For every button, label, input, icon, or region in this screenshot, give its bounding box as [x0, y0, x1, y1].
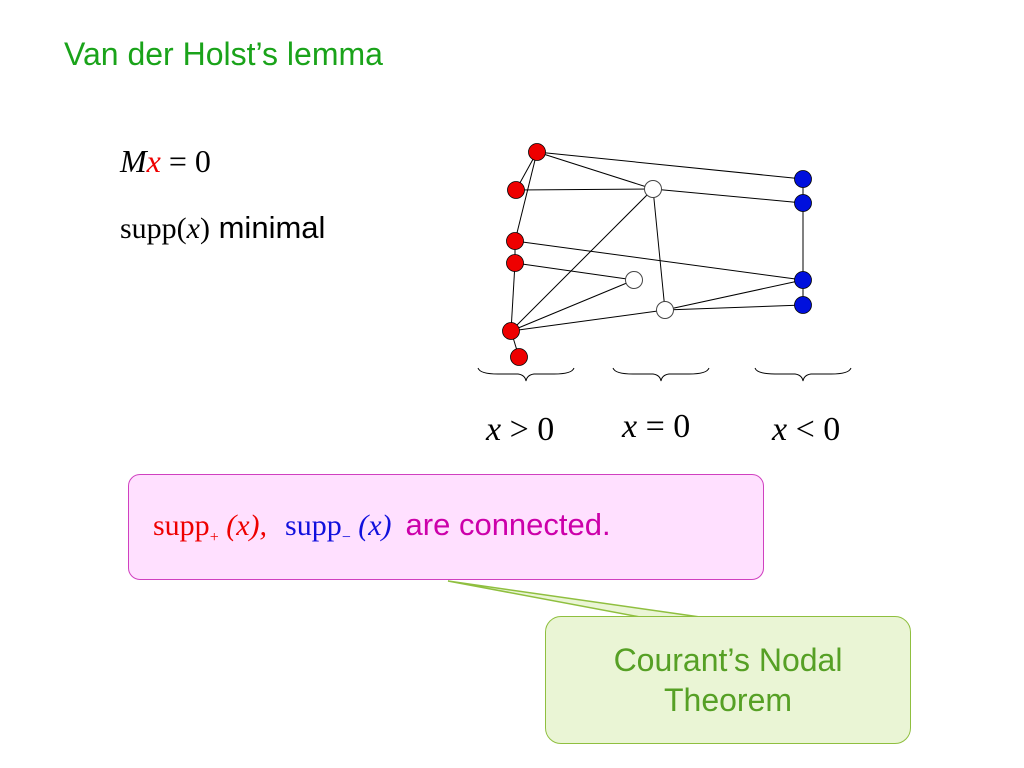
- callout-line-1: Courant’s Nodal: [613, 642, 843, 678]
- node-zero-w3: [656, 301, 674, 319]
- supp-minimal-line: supp(x) minimal: [120, 210, 325, 246]
- brace-negative: [754, 367, 852, 382]
- edge-r1-b1: [536, 151, 804, 180]
- supp-close: ): [200, 212, 210, 245]
- node-positive-r2: [507, 181, 525, 199]
- edge-r5-w1: [510, 188, 654, 332]
- graph-nodes: [502, 143, 812, 366]
- node-negative-b4: [794, 296, 812, 314]
- node-negative-b2: [794, 194, 812, 212]
- courant-callout: Courant’s Nodal Theorem: [545, 616, 911, 744]
- slide-title: Van der Holst’s lemma: [64, 36, 383, 72]
- condition-negative: x < 0: [772, 411, 841, 448]
- callout-line-2: Theorem: [663, 682, 793, 718]
- edge-w1-b2: [652, 188, 804, 204]
- edge-r2-w1: [515, 188, 654, 191]
- node-zero-w2: [625, 271, 643, 289]
- matrix-m: M: [120, 143, 147, 179]
- node-negative-b1: [794, 170, 812, 188]
- connected-statement: supp+ (x), supp− (x) are connected.: [153, 507, 611, 547]
- supp-positive: supp+ (x),: [153, 509, 268, 546]
- are-connected-text: are connected.: [405, 507, 611, 542]
- equation-mx-zero: Mx = 0: [120, 143, 211, 180]
- node-positive-r6: [510, 348, 528, 366]
- brace-zero: [612, 367, 710, 382]
- edge-w3-b4: [664, 304, 804, 311]
- edge-r4-w2: [514, 262, 635, 281]
- node-positive-r1: [528, 143, 546, 161]
- vector-x: x: [146, 143, 161, 179]
- node-positive-r5: [502, 322, 520, 340]
- edge-w1-w3: [652, 188, 666, 311]
- node-zero-w1: [644, 180, 662, 198]
- supp-open: supp(: [120, 212, 187, 245]
- group-braces: [477, 367, 852, 382]
- edge-r5-w3: [510, 309, 666, 332]
- supp-negative: supp− (x): [285, 509, 392, 546]
- node-positive-r4: [506, 254, 524, 272]
- edge-w3-b3: [664, 279, 804, 311]
- edge-r1-w1: [536, 151, 654, 190]
- edge-r5-w2: [510, 279, 635, 332]
- edge-r4-r5: [510, 262, 516, 332]
- connected-statement-box: supp+ (x), supp− (x) are connected.: [128, 474, 764, 580]
- condition-zero: x = 0: [622, 408, 691, 445]
- edge-r1-r3: [514, 151, 538, 242]
- minimal-word: minimal: [210, 210, 326, 245]
- condition-positive: x > 0: [486, 411, 555, 448]
- edge-r3-b3: [514, 240, 804, 281]
- node-negative-b3: [794, 271, 812, 289]
- brace-positive: [477, 367, 575, 382]
- node-positive-r3: [506, 232, 524, 250]
- equals-zero: = 0: [160, 143, 211, 179]
- supp-var: x: [186, 212, 200, 245]
